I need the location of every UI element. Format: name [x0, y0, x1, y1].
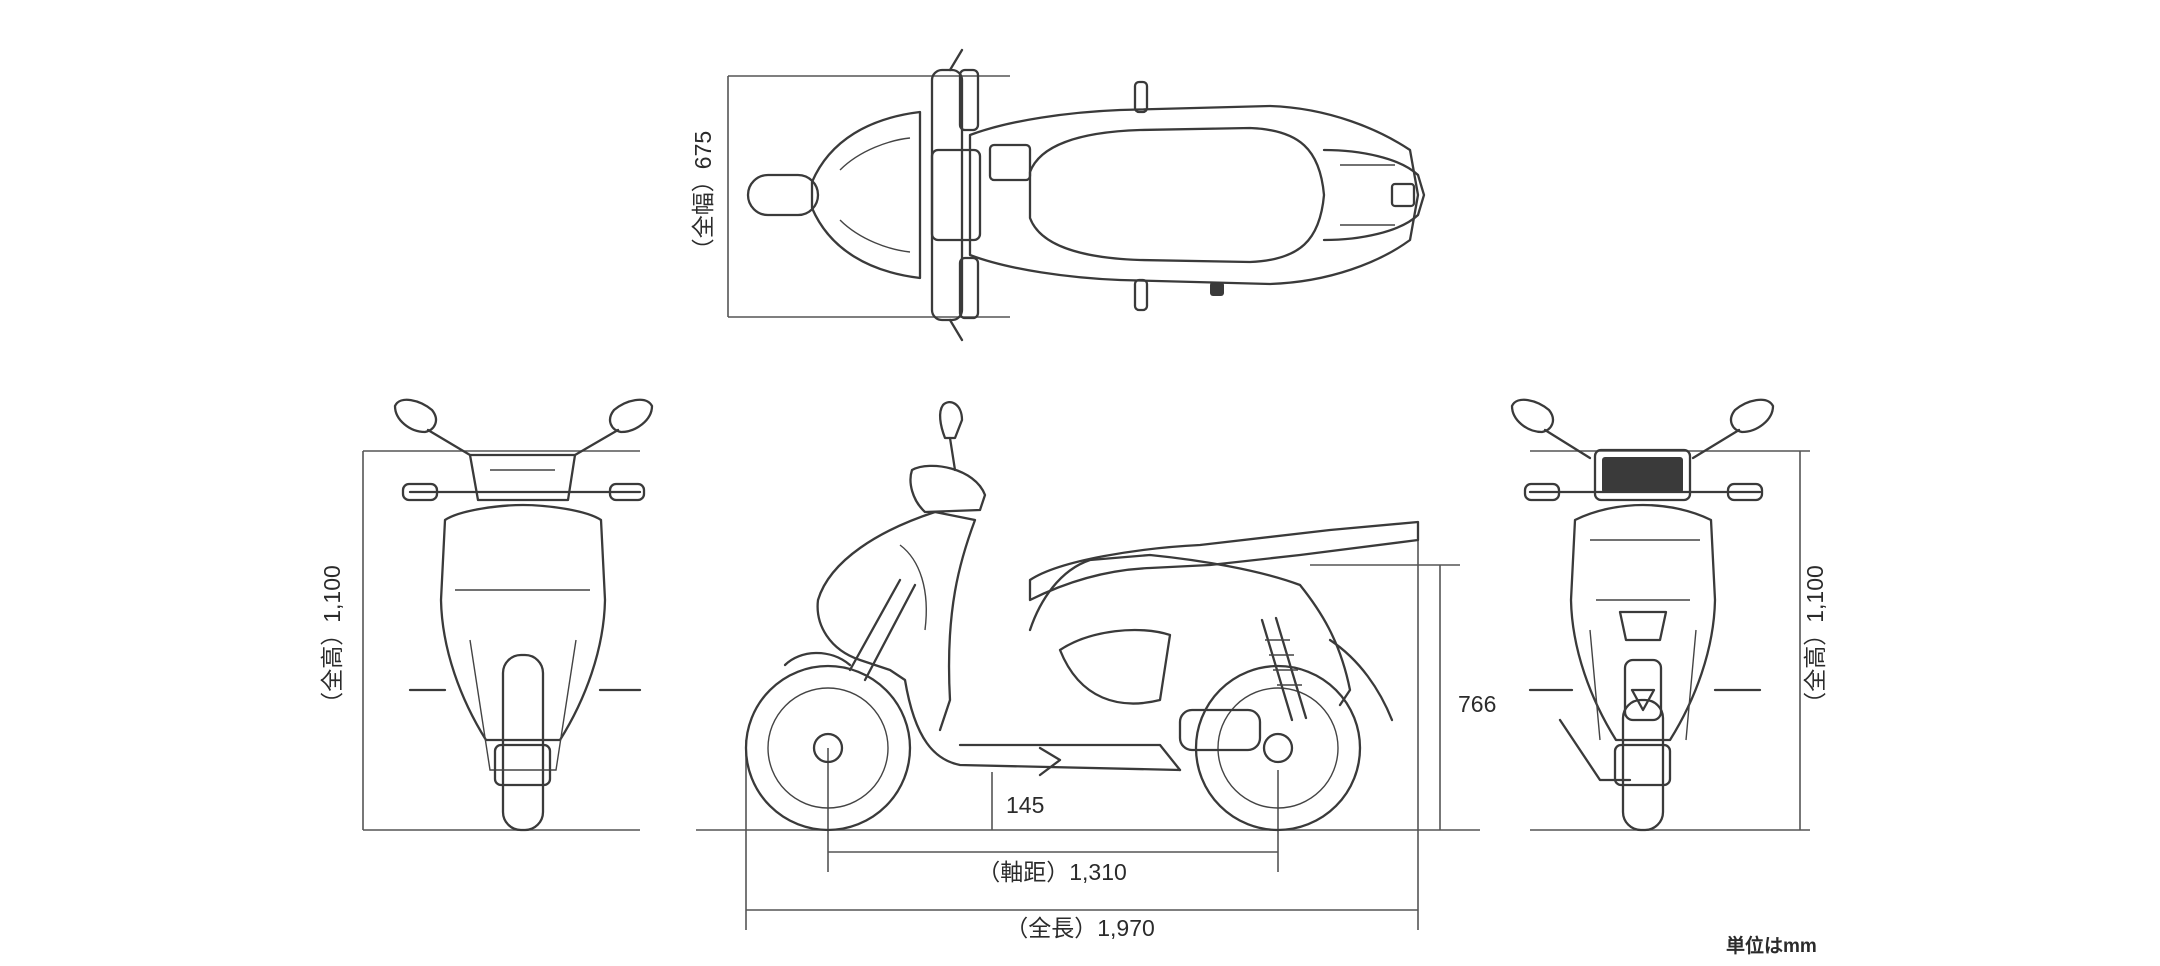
scooter-rear-outline: [1510, 398, 1775, 832]
width-dimension-line: [727, 75, 1010, 318]
rear-view: （全高）1,100: [1510, 398, 1828, 832]
wheelbase-label: （軸距）1,310: [977, 859, 1127, 885]
rear-height-label: （全高）1,100: [1802, 565, 1828, 715]
scooter-side-outline: [744, 400, 1420, 832]
ground-clearance-label: 145: [1006, 792, 1044, 818]
scooter-top-outline: [746, 48, 1426, 342]
front-height-label: （全高）1,100: [319, 565, 345, 715]
seat-height-label: 766: [1458, 691, 1496, 717]
length-dimension-line: [745, 540, 1419, 930]
wheelbase-dimension-line: [827, 748, 1279, 872]
length-label: （全長）1,970: [1005, 915, 1155, 941]
unit-note: 単位はmm: [1726, 934, 1817, 957]
front-height-dimension-line: [362, 450, 640, 831]
top-view: （全幅）675: [690, 48, 1426, 342]
scooter-front-outline: [393, 398, 654, 832]
width-label: （全幅）675: [690, 131, 716, 261]
seat-height-dimension-line: [1310, 564, 1460, 830]
side-view: 766 145 （軸距）1,310 （全長）1,970: [696, 400, 1496, 941]
front-view: （全高）1,100: [319, 398, 654, 832]
